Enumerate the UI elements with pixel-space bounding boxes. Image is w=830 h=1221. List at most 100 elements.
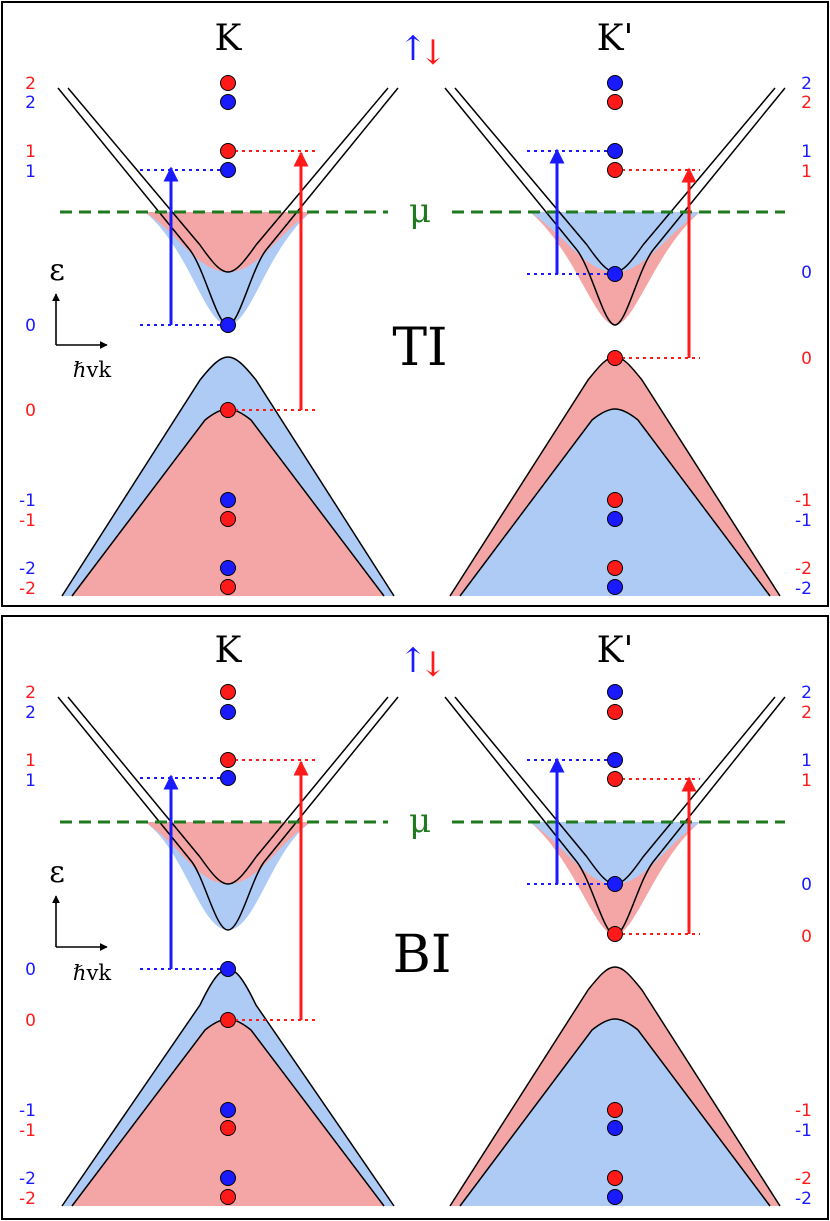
level-number: 1 xyxy=(801,142,812,162)
panel-bi: μ xyxy=(1,615,829,1220)
panel-ti: μ xyxy=(1,1,829,607)
momentum-axis-label: ℏvk xyxy=(73,961,111,985)
level-dot xyxy=(607,752,623,768)
level-dot xyxy=(220,770,236,786)
momentum-axis-label: ℏvk xyxy=(73,358,111,382)
k-conduction-inner xyxy=(67,696,389,885)
level-dot xyxy=(607,143,623,159)
level-dot xyxy=(220,511,236,527)
kp-valence-inner xyxy=(459,1018,771,1207)
level-number: 0 xyxy=(25,316,36,336)
kp-valence-outer xyxy=(449,966,781,1207)
panel-frame xyxy=(1,1,829,607)
level-dot xyxy=(607,560,623,576)
spin-up-symbol: ↑ xyxy=(399,641,428,681)
valley-label-k: K xyxy=(215,18,243,59)
level-number: 2 xyxy=(25,683,36,703)
level-number: 2 xyxy=(801,683,812,703)
level-number: 0 xyxy=(801,875,812,895)
level-dot xyxy=(220,75,236,91)
level-number: 2 xyxy=(801,703,812,723)
kp-valence-inner xyxy=(459,408,771,597)
level-dot xyxy=(220,1189,236,1205)
level-dot xyxy=(220,704,236,720)
level-number: 1 xyxy=(25,162,36,182)
level-dot xyxy=(607,1120,623,1136)
level-number: 1 xyxy=(25,771,36,791)
level-number: -1 xyxy=(795,1101,812,1121)
level-dot xyxy=(220,143,236,159)
level-dot xyxy=(220,961,236,977)
valley-label-k: K xyxy=(215,630,243,671)
level-number: -2 xyxy=(19,559,36,579)
level-number: 0 xyxy=(801,263,812,283)
level-number: 2 xyxy=(801,93,812,113)
level-dot xyxy=(220,579,236,595)
level-dot xyxy=(607,876,623,892)
level-number: -1 xyxy=(19,511,36,531)
level-number: 0 xyxy=(801,349,812,369)
level-number: 2 xyxy=(25,93,36,113)
level-dot xyxy=(607,162,623,178)
level-number: 1 xyxy=(801,162,812,182)
valley-label-kprime: K' xyxy=(597,630,634,671)
energy-axis-label: ε xyxy=(49,855,65,890)
level-number: -1 xyxy=(795,491,812,511)
phase-label: TI xyxy=(392,318,447,378)
level-number: -1 xyxy=(795,1121,812,1141)
level-dot xyxy=(607,579,623,595)
phase-label: BI xyxy=(393,925,452,985)
level-dot xyxy=(607,704,623,720)
level-number: -2 xyxy=(19,1169,36,1189)
level-number: 0 xyxy=(25,960,36,980)
level-number: 1 xyxy=(801,771,812,791)
level-number: -1 xyxy=(19,491,36,511)
level-dot xyxy=(607,684,623,700)
level-dot xyxy=(220,684,236,700)
spin-up-symbol: ↑ xyxy=(399,29,428,69)
mu-label: μ xyxy=(409,801,431,841)
level-dot xyxy=(220,1012,236,1028)
level-number: -2 xyxy=(19,1189,36,1209)
level-dot xyxy=(220,752,236,768)
level-number: -2 xyxy=(19,579,36,599)
level-number: 1 xyxy=(801,751,812,771)
level-dot xyxy=(220,1120,236,1136)
level-number: -2 xyxy=(795,559,812,579)
valley-label-kprime: K' xyxy=(597,18,634,59)
k-conduction-down-fill xyxy=(145,822,311,884)
level-dot xyxy=(220,560,236,576)
level-dot xyxy=(607,492,623,508)
level-dot xyxy=(220,1170,236,1186)
level-dot xyxy=(607,75,623,91)
level-number: -2 xyxy=(795,579,812,599)
level-number: 0 xyxy=(25,401,36,421)
level-number: 0 xyxy=(801,927,812,947)
energy-axis-label: ε xyxy=(49,253,65,288)
kp-conduction-outer xyxy=(444,87,786,326)
mu-label: μ xyxy=(409,191,431,231)
level-number: 0 xyxy=(25,1011,36,1031)
level-number: 2 xyxy=(801,74,812,94)
kp-conduction-up-fill xyxy=(530,822,700,884)
k-conduction-down-fill xyxy=(145,212,311,272)
k-conduction-inner xyxy=(67,87,389,273)
panel-frame xyxy=(1,615,829,1220)
level-number: -2 xyxy=(795,1189,812,1209)
level-number: -1 xyxy=(19,1121,36,1141)
level-dot xyxy=(607,926,623,942)
spin-down-symbol: ↓ xyxy=(419,645,448,685)
level-dot xyxy=(220,402,236,418)
level-dot xyxy=(607,94,623,110)
level-dot xyxy=(607,1102,623,1118)
level-dot xyxy=(220,492,236,508)
k-conduction-outer xyxy=(57,696,399,931)
level-dot xyxy=(607,1170,623,1186)
spin-down-symbol: ↓ xyxy=(419,33,448,73)
level-dot xyxy=(220,317,236,333)
level-dot xyxy=(220,162,236,178)
level-number: -1 xyxy=(795,511,812,531)
level-dot xyxy=(607,1189,623,1205)
level-number: 1 xyxy=(25,142,36,162)
